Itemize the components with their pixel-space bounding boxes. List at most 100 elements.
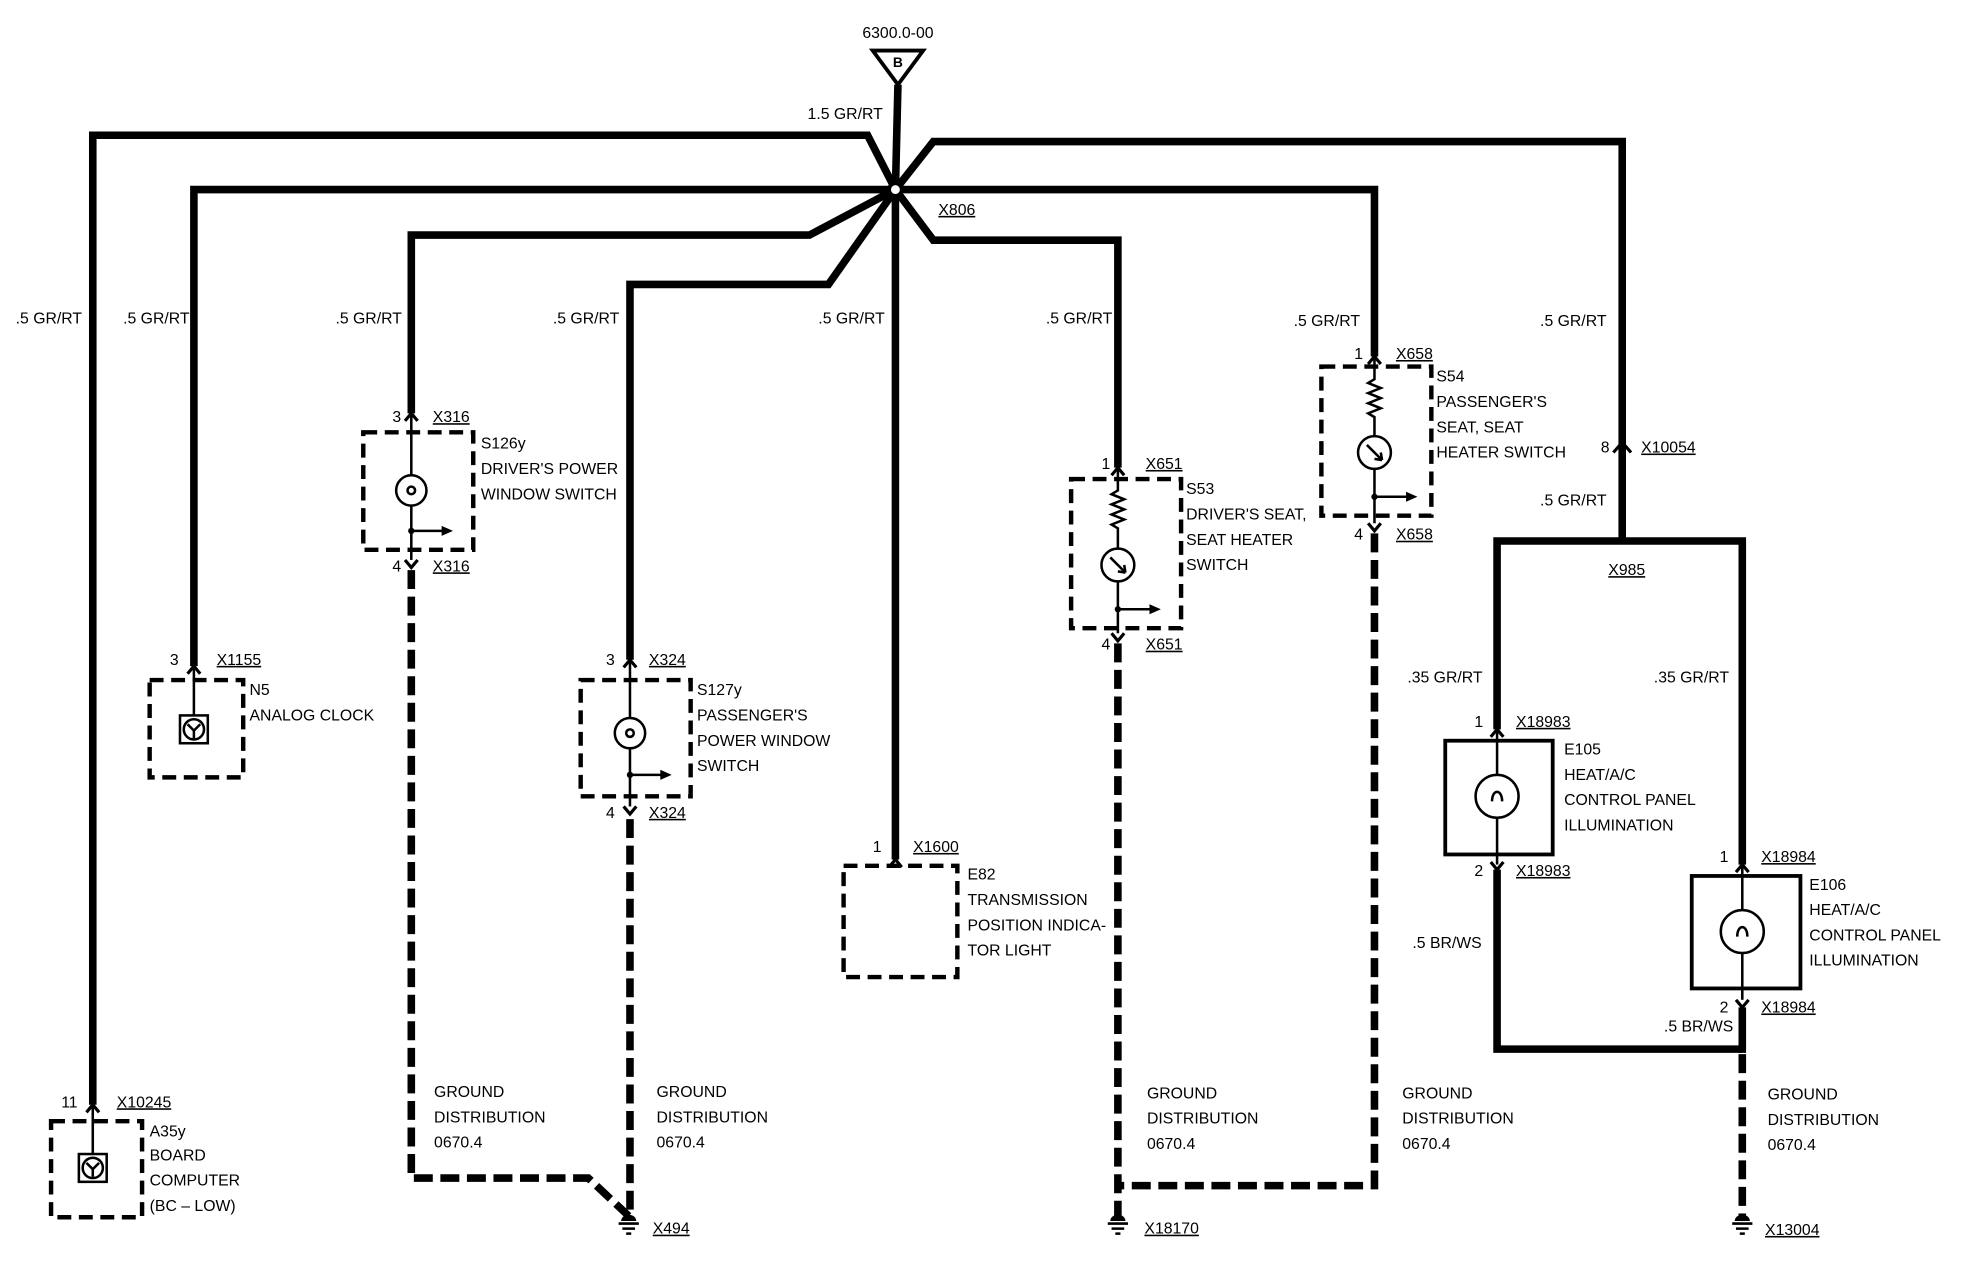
splice-label: X985 bbox=[1608, 562, 1645, 579]
component-desc: PASSENGER'S bbox=[697, 707, 808, 724]
reference-triangle-icon bbox=[868, 48, 927, 88]
component-box bbox=[1689, 874, 1803, 991]
ground-point-center: X18170 bbox=[1107, 1213, 1199, 1238]
pin-number: 2 bbox=[1474, 863, 1483, 880]
connector-label: X18984 bbox=[1761, 999, 1816, 1016]
lamp-filament-icon bbox=[1490, 790, 1504, 802]
pin-number: 2 bbox=[1720, 999, 1729, 1016]
component-desc: HEAT/A/C bbox=[1564, 767, 1636, 784]
heater-arrow-icon bbox=[1109, 556, 1127, 574]
connector-label: X316 bbox=[433, 558, 470, 575]
wire-label-e106: .35 GR/RT bbox=[1654, 670, 1730, 687]
component-desc: TOR LIGHT bbox=[967, 943, 1051, 960]
arrowhead-icon bbox=[660, 769, 672, 780]
connector-label: X658 bbox=[1396, 346, 1433, 363]
component-code: S53 bbox=[1186, 481, 1214, 498]
ground-label: DISTRIBUTION bbox=[1768, 1112, 1879, 1129]
wire-label-s127y: .5 GR/RT bbox=[553, 311, 620, 328]
component-desc: COMPUTER bbox=[150, 1173, 240, 1190]
component-a35y: 11 X10245 A35y BOARD COMPUTER (BC – LOW) bbox=[48, 1094, 240, 1220]
ground-bars-icon bbox=[618, 1222, 639, 1235]
component-box bbox=[48, 1118, 145, 1220]
terminal-icon bbox=[1734, 998, 1750, 1010]
ground-icon bbox=[1110, 1214, 1126, 1222]
connector-label: X18984 bbox=[1761, 849, 1816, 866]
pin-number: 1 bbox=[1354, 346, 1363, 363]
ground-ref: 0670.4 bbox=[1768, 1137, 1817, 1154]
connector-label: X18983 bbox=[1516, 863, 1571, 880]
ground-icon bbox=[1734, 1214, 1750, 1222]
pin-number: 4 bbox=[1354, 527, 1363, 544]
ground-ref: 0670.4 bbox=[1147, 1136, 1196, 1153]
component-e105: 1 X18983 E105 HEAT/A/C CONTROL PANEL ILL… bbox=[1443, 714, 1696, 880]
terminal-icon bbox=[1110, 632, 1126, 644]
component-code: S126y bbox=[481, 436, 526, 453]
terminal-icon bbox=[1489, 861, 1505, 873]
component-desc: WINDOW SWITCH bbox=[481, 486, 617, 503]
component-box bbox=[1068, 476, 1184, 631]
gauge-needle-icon bbox=[85, 1161, 100, 1177]
wire-label-n5: .5 GR/RT bbox=[123, 311, 190, 328]
lamp-filament-icon bbox=[406, 485, 417, 496]
connector-label: X1155 bbox=[217, 652, 262, 669]
switch-contact-icon bbox=[626, 771, 634, 778]
component-desc: ILLUMINATION bbox=[1809, 953, 1918, 970]
connector-label: X324 bbox=[649, 805, 686, 822]
connector-label: X10245 bbox=[117, 1094, 172, 1111]
ground-label: GROUND bbox=[1768, 1087, 1838, 1104]
wire-e105-return bbox=[1493, 869, 1743, 1053]
wire-s126y bbox=[407, 186, 898, 414]
lamp-icon bbox=[613, 716, 647, 750]
feed-wire-label: 1.5 GR/RT bbox=[808, 106, 884, 123]
ground-label: DISTRIBUTION bbox=[434, 1109, 545, 1126]
ground-label: GROUND bbox=[1402, 1085, 1472, 1102]
ground-point-left: X494 bbox=[618, 1213, 690, 1238]
wire-label-a35y: .5 GR/RT bbox=[16, 311, 83, 328]
wire-label-s53: .5 GR/RT bbox=[1046, 311, 1113, 328]
component-desc: HEATER SWITCH bbox=[1436, 445, 1566, 462]
ground-wire-s54 bbox=[1120, 533, 1379, 1190]
ground-bars-icon bbox=[1732, 1222, 1753, 1235]
pin-number: 4 bbox=[392, 558, 401, 575]
wire-label-e105: .35 GR/RT bbox=[1407, 670, 1483, 687]
connector-label: X324 bbox=[649, 652, 686, 669]
component-desc: DRIVER'S POWER bbox=[481, 461, 618, 478]
component-box bbox=[1319, 364, 1434, 518]
pin-number: 3 bbox=[392, 409, 401, 426]
component-s126y: 3 X316 S126y DRIVER'S POWER WINDOW SWITC… bbox=[361, 409, 618, 575]
pin-number: 4 bbox=[1101, 637, 1110, 654]
component-box bbox=[361, 430, 476, 553]
ground-point-right: X13004 bbox=[1732, 1213, 1820, 1239]
component-desc: POWER WINDOW bbox=[697, 733, 830, 750]
pin-number: 1 bbox=[873, 839, 882, 856]
ground-point-label: X18170 bbox=[1144, 1221, 1199, 1238]
wire-label-e106-out: .5 BR/WS bbox=[1664, 1018, 1733, 1035]
ground-ref: 0670.4 bbox=[1402, 1136, 1451, 1153]
feed-wire bbox=[891, 84, 902, 190]
arrowhead-icon bbox=[1149, 604, 1161, 615]
component-code: N5 bbox=[250, 682, 270, 699]
terminal-icon bbox=[1366, 522, 1383, 534]
component-desc: ANALOG CLOCK bbox=[250, 707, 375, 724]
connector-label: X18983 bbox=[1516, 714, 1571, 731]
ground-wire-s126y bbox=[407, 570, 632, 1219]
component-n5: 3 X1155 N5 ANALOG CLOCK bbox=[147, 652, 375, 780]
connector-label: X316 bbox=[433, 409, 470, 426]
component-desc: SWITCH bbox=[697, 758, 759, 775]
module-icon bbox=[77, 1152, 108, 1184]
component-desc: HEAT/A/C bbox=[1809, 902, 1881, 919]
ground-ref: 0670.4 bbox=[434, 1135, 483, 1152]
pin-number: 4 bbox=[606, 805, 615, 822]
ground-point-label: X13004 bbox=[1765, 1222, 1820, 1239]
component-code: A35y bbox=[150, 1123, 186, 1140]
heater-arrow-icon bbox=[1365, 444, 1384, 462]
ground-label: GROUND bbox=[657, 1084, 727, 1101]
pin-number: 3 bbox=[170, 652, 179, 669]
component-e82: 1 X1600 E82 TRANSMISSION POSITION INDICA… bbox=[841, 839, 1106, 980]
component-desc: SEAT, SEAT bbox=[1436, 419, 1524, 436]
branch-x10054: 8 X10054 X985 bbox=[1601, 440, 1696, 580]
component-code: S127y bbox=[697, 682, 742, 699]
lamp-icon bbox=[1474, 773, 1520, 820]
component-s53: 1 X651 S53 DRIVER'S SEAT, SEAT HEATER SW… bbox=[1068, 456, 1306, 654]
